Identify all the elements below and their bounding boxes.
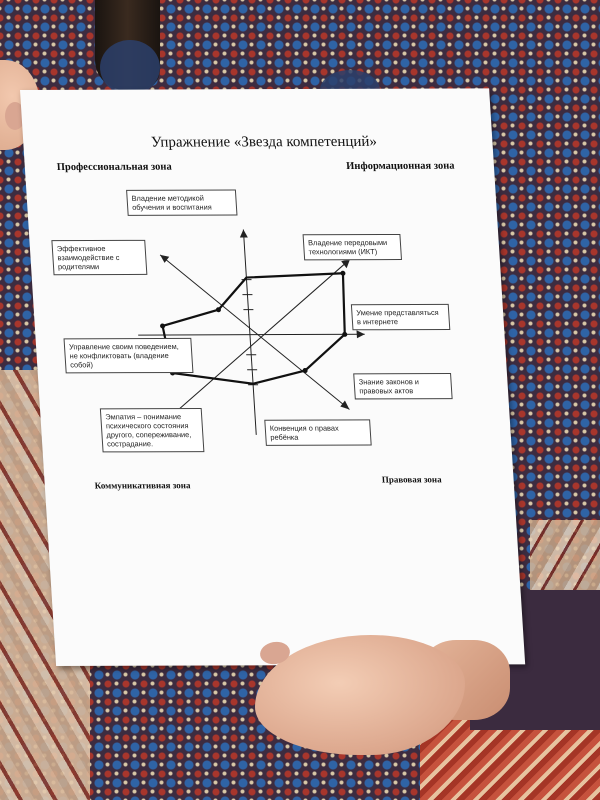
- left-fingernail: [5, 102, 25, 130]
- competency-box-ict: Владение передовыми технологиями (ИКТ): [302, 233, 403, 261]
- axis-diagonal-down: [159, 254, 350, 410]
- arrow-right: [356, 330, 365, 339]
- worksheet-paper: Упражнение «Звезда компетенций» Професси…: [20, 88, 526, 667]
- right-hand: [255, 635, 465, 755]
- competency-star-diagram: [138, 229, 365, 435]
- competency-box-parents: Эффективное взаимодействие с родителями: [51, 239, 148, 276]
- competency-box-methodology: Владение методикой обучения и воспитания: [126, 189, 238, 216]
- necklace-bead-left: [100, 40, 160, 95]
- hand-drawn-star-outline: [161, 272, 346, 385]
- competency-box-self-control: Управление своим поведением, не конфликт…: [63, 337, 194, 374]
- competency-box-laws: Знание законов и правовых актов: [353, 373, 453, 400]
- competency-box-convention: Конвенция о правах ребёнка: [264, 419, 372, 446]
- axis-horizontal: [138, 333, 365, 336]
- arrow-down-right: [340, 400, 350, 410]
- competency-box-empathy: Эмпатия – понимание психического состоян…: [99, 407, 205, 453]
- arrow-up-right: [341, 259, 351, 269]
- competency-box-internet: Умение представляться в интернете: [350, 303, 451, 331]
- arrow-up: [239, 229, 248, 238]
- axis-vertical: [242, 229, 257, 435]
- axis-diagonal-up: [160, 258, 351, 426]
- arrow-up-left: [160, 254, 170, 263]
